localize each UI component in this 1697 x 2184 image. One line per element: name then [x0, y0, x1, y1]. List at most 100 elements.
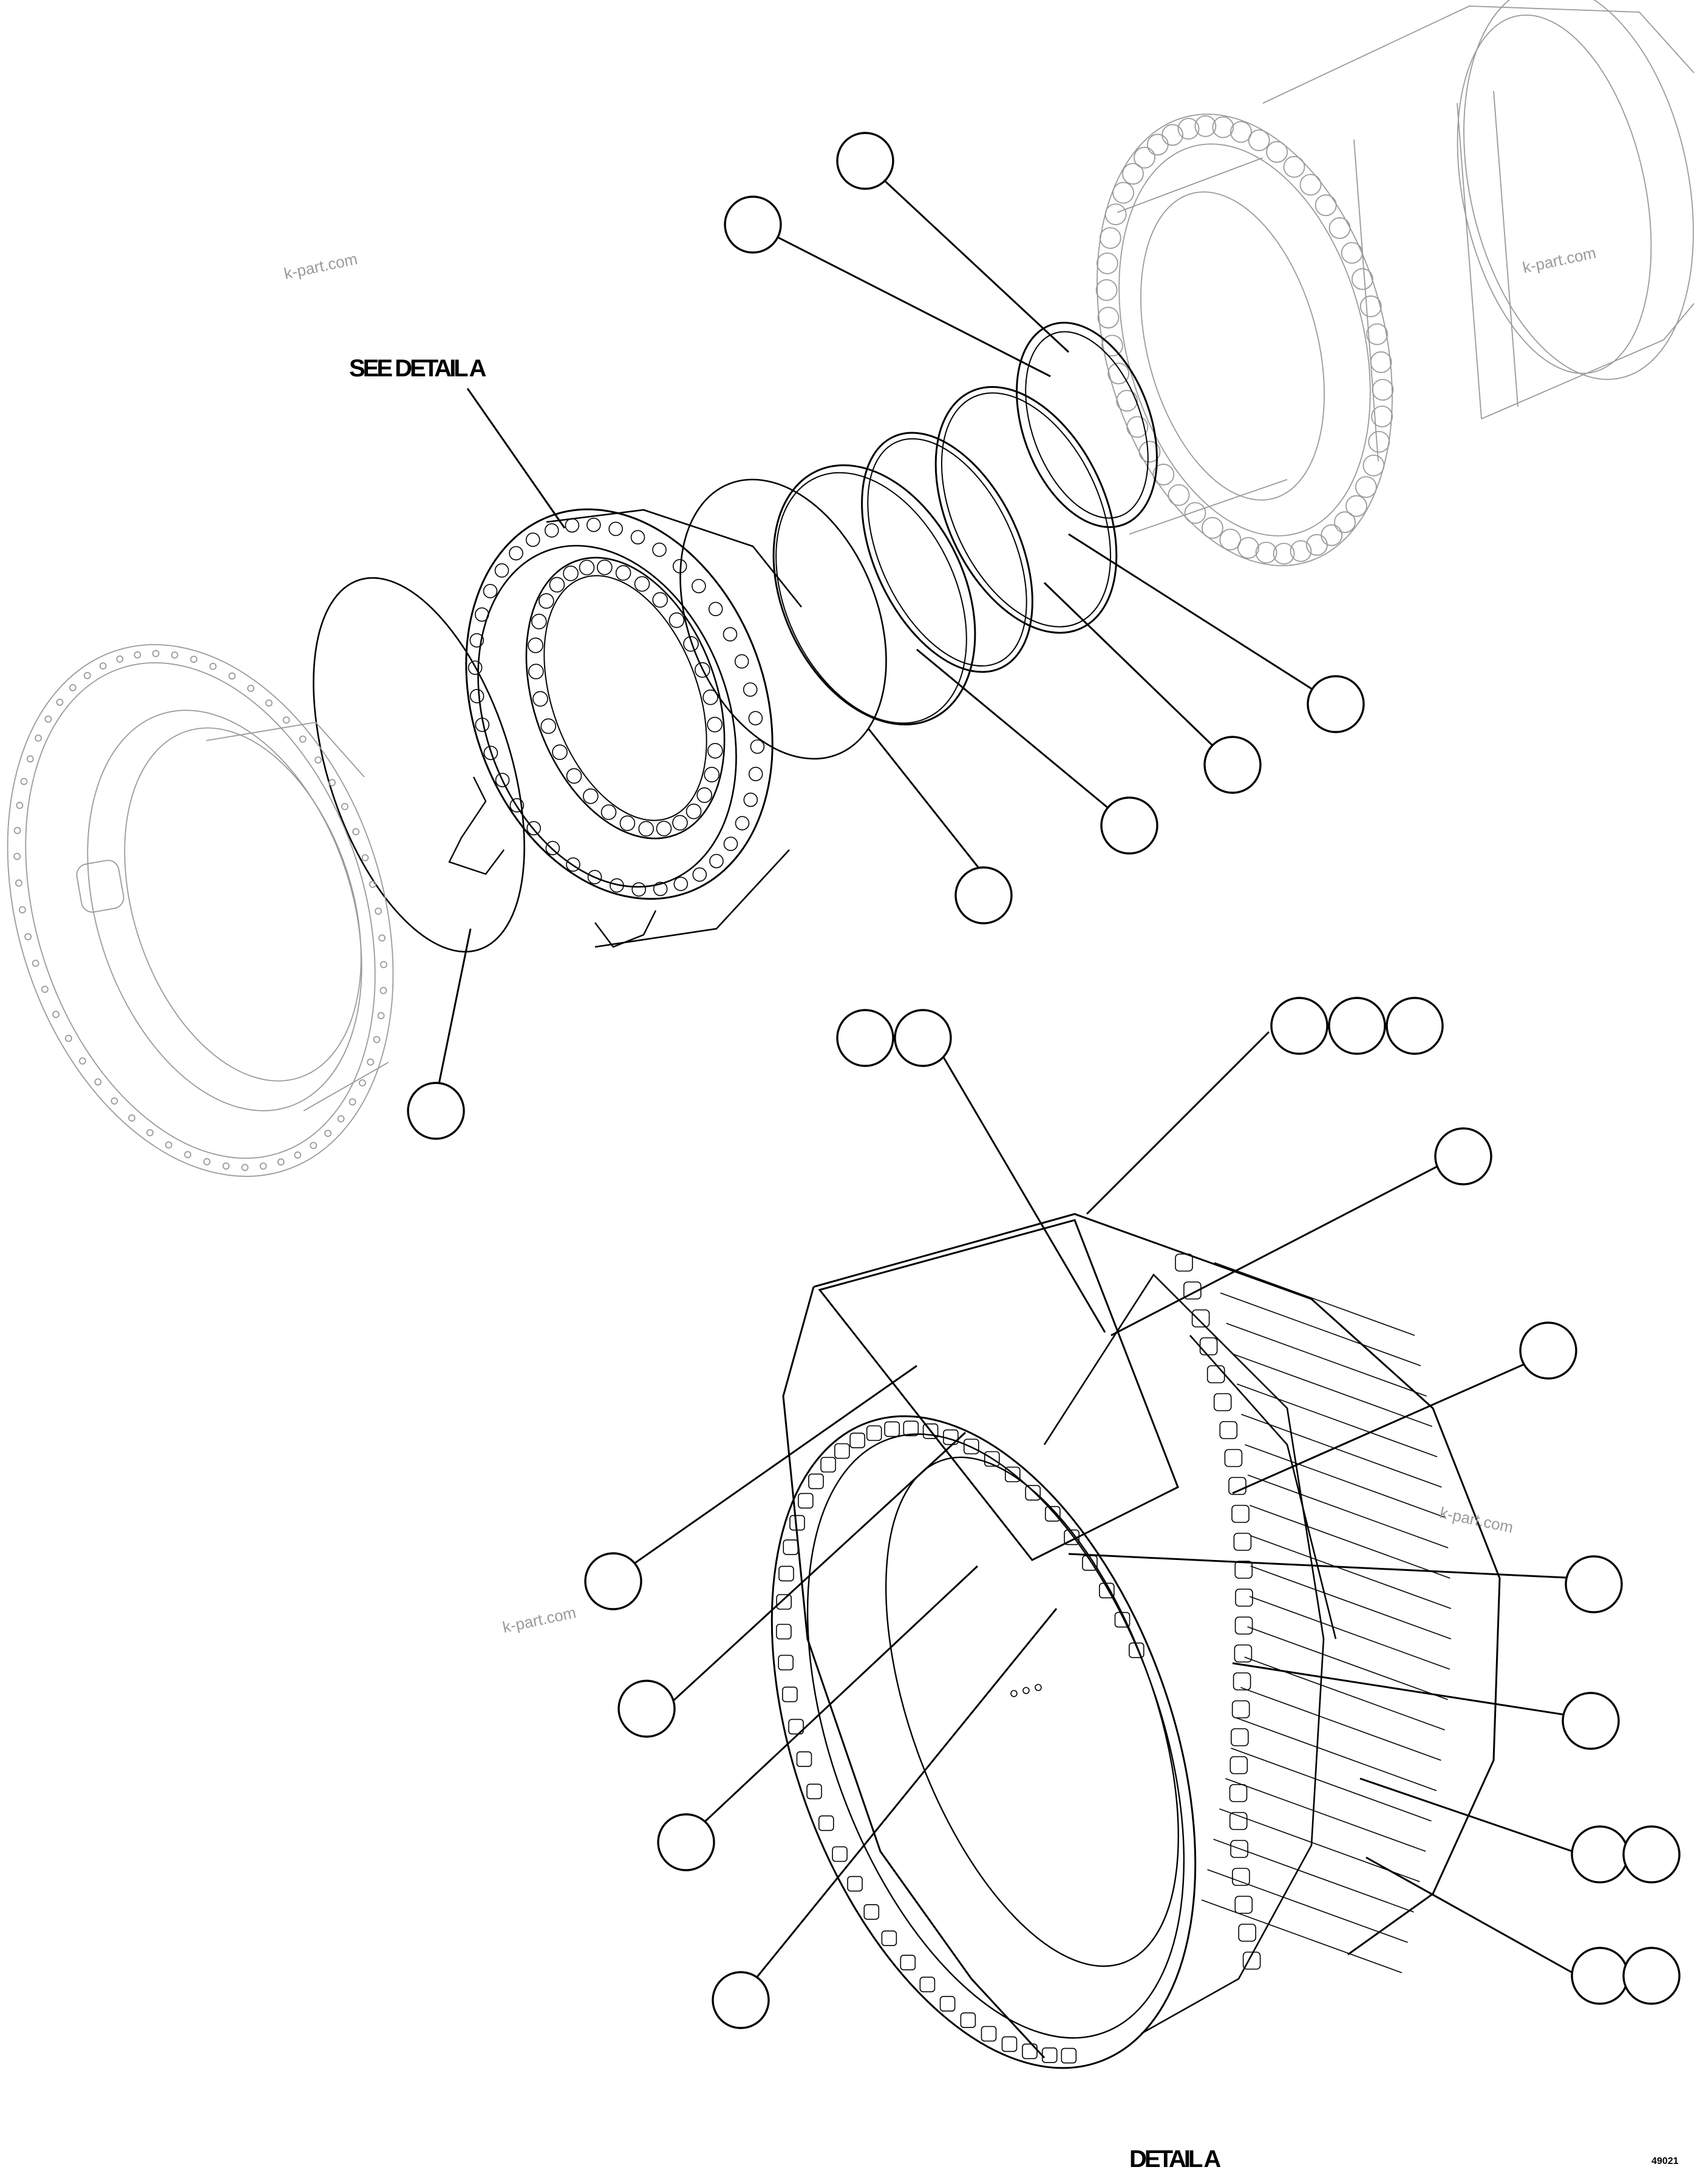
detail-spokes: [1201, 1262, 1452, 1973]
hub-hole: [369, 880, 376, 888]
hub-hole: [324, 1130, 332, 1137]
detail-bolt: [788, 1718, 804, 1735]
piston-bolt: [545, 841, 560, 855]
hub-window: [76, 860, 124, 913]
retaining-ring-inner: [1016, 322, 1158, 528]
hub-hole: [209, 662, 217, 670]
callout-balloon: [1386, 997, 1444, 1055]
detail-bolt: [863, 1904, 880, 1920]
piston-roller: [702, 689, 718, 705]
piston-bolt: [608, 521, 623, 537]
piston-bolt: [750, 739, 765, 754]
piston-bolt: [748, 767, 763, 781]
band-bolt: [1234, 1561, 1253, 1579]
piston-roller: [683, 636, 699, 652]
spoke: [1247, 1626, 1448, 1700]
spoke: [1250, 1565, 1451, 1640]
figure-number: 49021: [1651, 2156, 1679, 2166]
snap-ring-1: [934, 386, 1118, 634]
detail-bolt: [903, 1420, 919, 1437]
spoke: [1226, 1323, 1427, 1397]
hub-hole: [152, 649, 160, 657]
piston-bolt: [474, 607, 489, 622]
hub-hole: [56, 699, 64, 706]
band-bolt: [1233, 1672, 1251, 1691]
housing-bolt: [1359, 295, 1382, 317]
detail-bolt: [834, 1443, 850, 1459]
callout-balloon: [1622, 1825, 1681, 1884]
hub-hole: [116, 655, 124, 663]
housing-bolt: [1134, 146, 1155, 169]
callout-balloon: [1203, 736, 1262, 794]
callout-balloon: [1571, 1825, 1629, 1884]
spoke: [1207, 1869, 1408, 1943]
housing-bolt: [1184, 502, 1206, 524]
piston-bolt: [566, 857, 580, 872]
piston-bolt: [544, 523, 559, 538]
piston-bolt: [469, 689, 485, 704]
callout-circles: [407, 132, 1681, 2029]
housing-bolt: [1283, 155, 1305, 178]
detail-bolt: [919, 1976, 936, 1993]
detail-bolt: [881, 1930, 897, 1946]
detail-bolt: [981, 2026, 997, 2042]
callout-balloon: [724, 195, 782, 254]
callout-balloon: [954, 866, 1013, 924]
housing-bolt: [1095, 279, 1118, 301]
housing-bolt: [1194, 115, 1217, 137]
callout-balloon: [657, 1813, 715, 1871]
housing-bolt: [1161, 124, 1183, 146]
detail-bolt: [806, 1783, 822, 1800]
band-bolt: [1231, 1700, 1250, 1718]
housing-bolt: [1168, 484, 1190, 506]
hub-hole: [349, 1098, 356, 1106]
housing-bolt: [1138, 441, 1161, 463]
hub-hole: [184, 1151, 192, 1159]
detail-bolt: [1005, 1467, 1021, 1482]
piston-bolt: [509, 546, 523, 561]
band-bolt: [1206, 1365, 1225, 1383]
housing-bolt: [1237, 537, 1259, 559]
detail-bolt: [1045, 1506, 1061, 1522]
hub-bolt-holes: [13, 649, 387, 1172]
housing-assembly: [1095, 0, 1695, 566]
housing-bolt: [1097, 307, 1120, 329]
piston-roller: [531, 614, 547, 629]
housing-bolt: [1371, 405, 1393, 427]
detail-bolt: [1099, 1582, 1115, 1599]
spoke: [1231, 1353, 1433, 1427]
callout-balloon: [1270, 997, 1328, 1055]
watermark: k-part.com: [282, 249, 359, 283]
gasket-disc: [313, 577, 525, 953]
detail-bolt: [783, 1539, 799, 1555]
band-bolt: [1230, 1840, 1248, 1858]
housing-bolt: [1290, 540, 1312, 562]
band-bolt: [1191, 1309, 1210, 1328]
housing-bolt: [1101, 334, 1123, 357]
band-bolt: [1219, 1421, 1238, 1439]
callout-balloon: [1100, 796, 1158, 855]
piston-roller: [582, 788, 599, 804]
callout-balloon: [1519, 1321, 1577, 1380]
housing-bolt: [1230, 121, 1252, 143]
piston-bolt: [672, 558, 687, 574]
detail-bolt: [884, 1421, 900, 1437]
piston-roller: [528, 637, 543, 653]
spoke: [1250, 1505, 1450, 1579]
piston-bolt: [709, 853, 724, 869]
hub-hole: [299, 735, 307, 743]
callout-balloon: [1622, 1947, 1681, 2005]
detail-bolt: [1129, 1642, 1144, 1658]
housing-bolt: [1328, 217, 1351, 239]
detail-bolt: [1064, 1529, 1080, 1545]
piston-bolt: [586, 517, 601, 532]
piston-roller: [619, 815, 636, 831]
hub-hole: [247, 685, 254, 692]
detail-bolts: [776, 1253, 1261, 2064]
housing-bolt: [1314, 194, 1337, 217]
band-bolt: [1224, 1449, 1243, 1467]
hub-hole: [359, 1079, 366, 1087]
piston-roller: [563, 565, 579, 582]
hub-hole: [241, 1164, 249, 1172]
detail-bolt: [1001, 2036, 1018, 2052]
